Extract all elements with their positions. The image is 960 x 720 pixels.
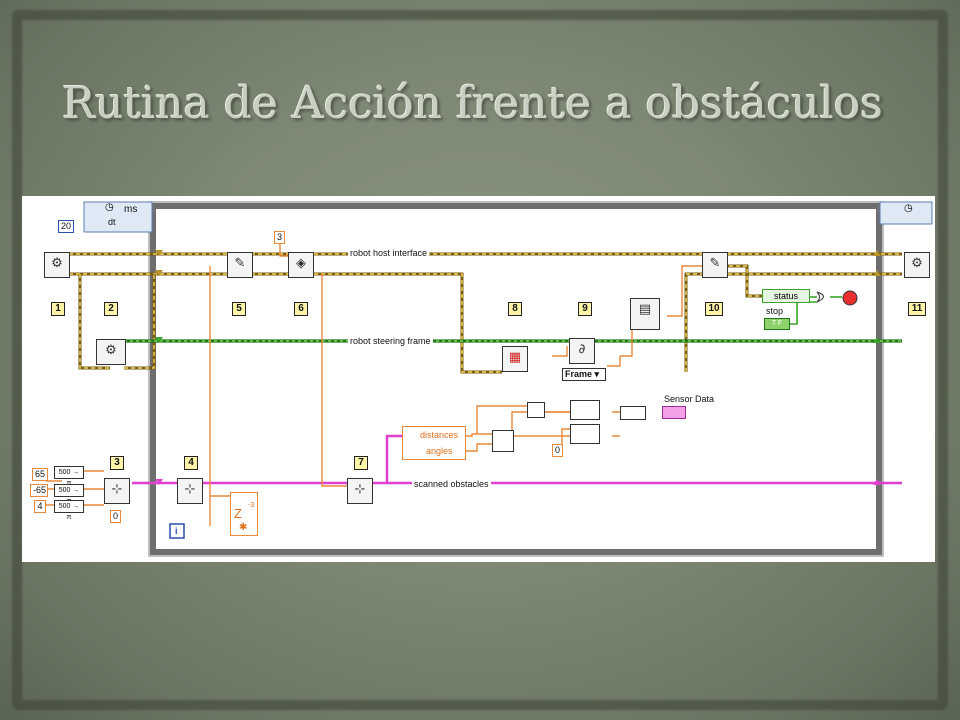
close-robot-vi[interactable]: ⚙ [904,252,930,278]
loop-index-box [169,523,185,539]
robot-icon: ⚙ [911,256,923,271]
constant-zero-b[interactable]: 0 [552,444,563,457]
constant-zero-a[interactable]: 0 [110,510,121,523]
timer-value[interactable]: 20 [58,220,74,233]
conversion-node-3[interactable]: 500 → π [54,500,84,521]
host-wire [62,252,902,374]
bundle-node[interactable] [620,406,646,420]
polar-to-complex-node[interactable] [492,430,514,452]
feedback-z: Z [234,506,242,521]
feedback-exp: -3 [248,502,255,509]
wire-label-obstacles: scanned obstacles [412,479,491,489]
timer-unit: ms [124,204,138,215]
shift-registers [155,250,881,485]
constant-minus-65[interactable]: -65 [30,484,48,497]
sensor-data-label: Sensor Data [664,394,715,404]
step-number-5: 5 [232,302,246,316]
obstacle-wire [132,410,902,485]
robot-icon: ⚙ [105,343,117,358]
steering-init-vi[interactable]: ⚙ [96,339,126,365]
frame-selector[interactable]: Frame ▾ [562,368,606,381]
constant-4[interactable]: 4 [34,500,46,513]
while-loop-frame [150,203,882,555]
status-unbundle[interactable]: status [762,289,810,303]
wiring-canvas [46,201,933,557]
slide-frame [12,10,948,710]
loop-index: i [175,526,178,536]
step-number-2: 2 [104,302,118,316]
step-number-3: 3 [110,456,124,470]
step-number-1: 1 [51,302,65,316]
stop-terminal [842,290,858,306]
frame-label: Frame [565,369,593,379]
cluster-distances: distances [420,430,459,440]
numeric-wires [46,240,702,526]
conversion-node-2[interactable]: 500 → π [54,484,84,505]
robot-icon: ⚙ [51,256,63,271]
sensor-data-indicator[interactable] [662,406,686,419]
open-robot-vi[interactable]: ⚙ [44,252,70,278]
absolute-value-node[interactable] [527,402,545,418]
timer-box [83,201,153,233]
wire-label-steering: robot steering frame [348,336,433,346]
step-number-8: 8 [508,302,522,316]
conversion-node-1[interactable]: 500 → π [54,466,84,487]
table-icon: ▤ [638,302,652,317]
clock-icon: ◷ [105,202,114,213]
chevron-down-icon: ▾ [594,369,600,379]
scan-vi[interactable]: ⊹ [177,478,203,504]
step-number-10: 10 [705,302,723,316]
feedback-node[interactable] [230,492,258,536]
timer-box-right [879,201,933,225]
axis-icon: ⊹ [184,482,196,497]
histogram-vi[interactable]: ▦ [502,346,528,372]
step-number-11: 11 [908,302,926,316]
constant-65[interactable]: 65 [32,468,48,481]
read-sensor-vi[interactable]: ◈ [288,252,314,278]
step-number-4: 4 [184,456,198,470]
step-number-7: 7 [354,456,368,470]
step-number-9: 9 [578,302,592,316]
build-array-node-2[interactable] [570,424,600,444]
index-array-vi[interactable]: ▤ [630,298,660,330]
pencil-icon: ✎ [709,256,721,271]
sensor-icon: ◈ [296,256,306,271]
write-servo-vi[interactable]: ✎ [227,252,253,278]
wire-label-host: robot host interface [348,248,430,258]
or-gate [816,291,824,303]
step-number-6: 6 [294,302,308,316]
axis-icon: ⊹ [111,482,123,497]
stop-label: stop [766,306,784,316]
asterisk-icon: ✱ [239,522,248,533]
build-array-node-1[interactable] [570,400,600,420]
write-steering-vi[interactable]: ✎ [702,252,728,278]
derivative-icon: ∂ [578,342,586,357]
while-loop-outline [148,201,884,557]
slide-title: Rutina de Acción frente a obstáculos [62,78,883,129]
axis-icon: ⊹ [354,482,366,497]
timer-terminal: dt [108,217,116,227]
block-diagram: ms dt 20 ◷ ◷ robot host interface robot … [22,196,935,562]
build-array-vi[interactable]: ⊹ [104,478,130,504]
pencil-icon: ✎ [234,256,246,271]
cluster-angles: angles [426,446,453,456]
constant-three[interactable]: 3 [274,231,285,244]
clock-icon-right: ◷ [904,203,913,214]
steering-frame-vi[interactable]: ∂ [569,338,595,364]
stop-constant[interactable]: T F [764,318,790,330]
histogram-icon: ▦ [508,350,522,365]
unbundle-cluster[interactable] [402,426,466,460]
update-scan-vi[interactable]: ⊹ [347,478,373,504]
